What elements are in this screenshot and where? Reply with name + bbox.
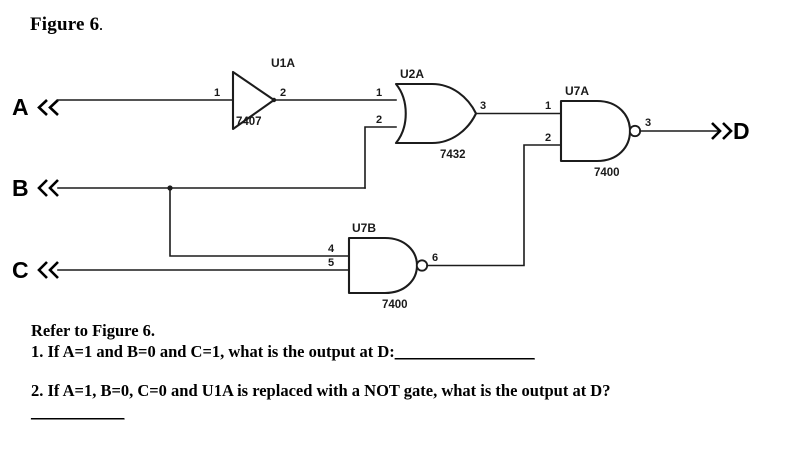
question-1-answer-blank[interactable]: __________________ (394, 342, 535, 362)
refdes-u1a: U1A (271, 56, 295, 70)
figure-title: Figure 6. (30, 14, 103, 36)
inversion-bubble-u7a (628, 124, 642, 138)
figure-title-text: Figure 6 (30, 14, 100, 35)
logic-circuit-schematic: A 1 U1A 2 7407 1 B 2 4 (12, 56, 750, 311)
figure-title-suffix: . (99, 18, 103, 33)
question-2: 2. If A=1, B=0, C=0 and U1A is replaced … (31, 380, 691, 423)
pin-label-u7b-4: 4 (328, 243, 335, 255)
wire-b-to-u2a-in2 (364, 126, 397, 189)
wire-u7b-to-u7a-in2 (426, 144, 562, 267)
refdes-u7a: U7A (565, 84, 589, 98)
input-label-c: C (12, 257, 29, 283)
question-1: 1. If A=1 and B=0 and C=1, what is the o… (31, 341, 751, 362)
pin-label-u7b-5: 5 (328, 257, 334, 269)
pin-label-u2a-3: 3 (480, 100, 486, 112)
gate-u2a-or (394, 82, 478, 145)
input-label-a: A (12, 94, 29, 120)
inversion-bubble-u7b (415, 259, 429, 272)
partnum-u1a: 7407 (236, 116, 262, 128)
input-marker-b (37, 179, 59, 197)
partnum-u2a: 7432 (440, 149, 466, 161)
pin-label-u7a-2: 2 (545, 132, 551, 144)
input-marker-c (37, 261, 59, 279)
questions-intro: Refer to Figure 6. (31, 321, 156, 340)
pin-label-u1a-2: 2 (280, 87, 286, 99)
pin-label-u7b-6: 6 (432, 252, 438, 264)
gate-u7a-nand (559, 99, 642, 163)
pin-label-u7a-3: 3 (645, 117, 651, 129)
pin-label-u2a-2: 2 (376, 114, 382, 126)
question-2-answer-blank[interactable]: ____________ (31, 402, 125, 422)
questions-block: Refer to Figure 6. 1. If A=1 and B=0 and… (31, 320, 751, 423)
question-2-text: 2. If A=1, B=0, C=0 and U1A is replaced … (31, 380, 611, 400)
question-1-text: 1. If A=1 and B=0 and C=1, what is the o… (31, 342, 395, 362)
partnum-u7b: 7400 (382, 299, 408, 311)
refdes-u7b: U7B (352, 221, 376, 235)
output-marker-d (711, 122, 733, 140)
input-label-b: B (12, 175, 29, 201)
gate-u7b-nand (347, 236, 429, 295)
pin-label-u1a-1: 1 (214, 87, 220, 99)
output-label-d: D (733, 118, 750, 144)
refdes-u2a: U2A (400, 67, 424, 81)
wire-b-to-u7b-in4 (169, 187, 350, 257)
pin-label-u7a-1: 1 (545, 100, 551, 112)
pin-label-u2a-1: 1 (376, 87, 382, 99)
partnum-u7a: 7400 (594, 167, 620, 179)
input-marker-a (37, 99, 59, 116)
